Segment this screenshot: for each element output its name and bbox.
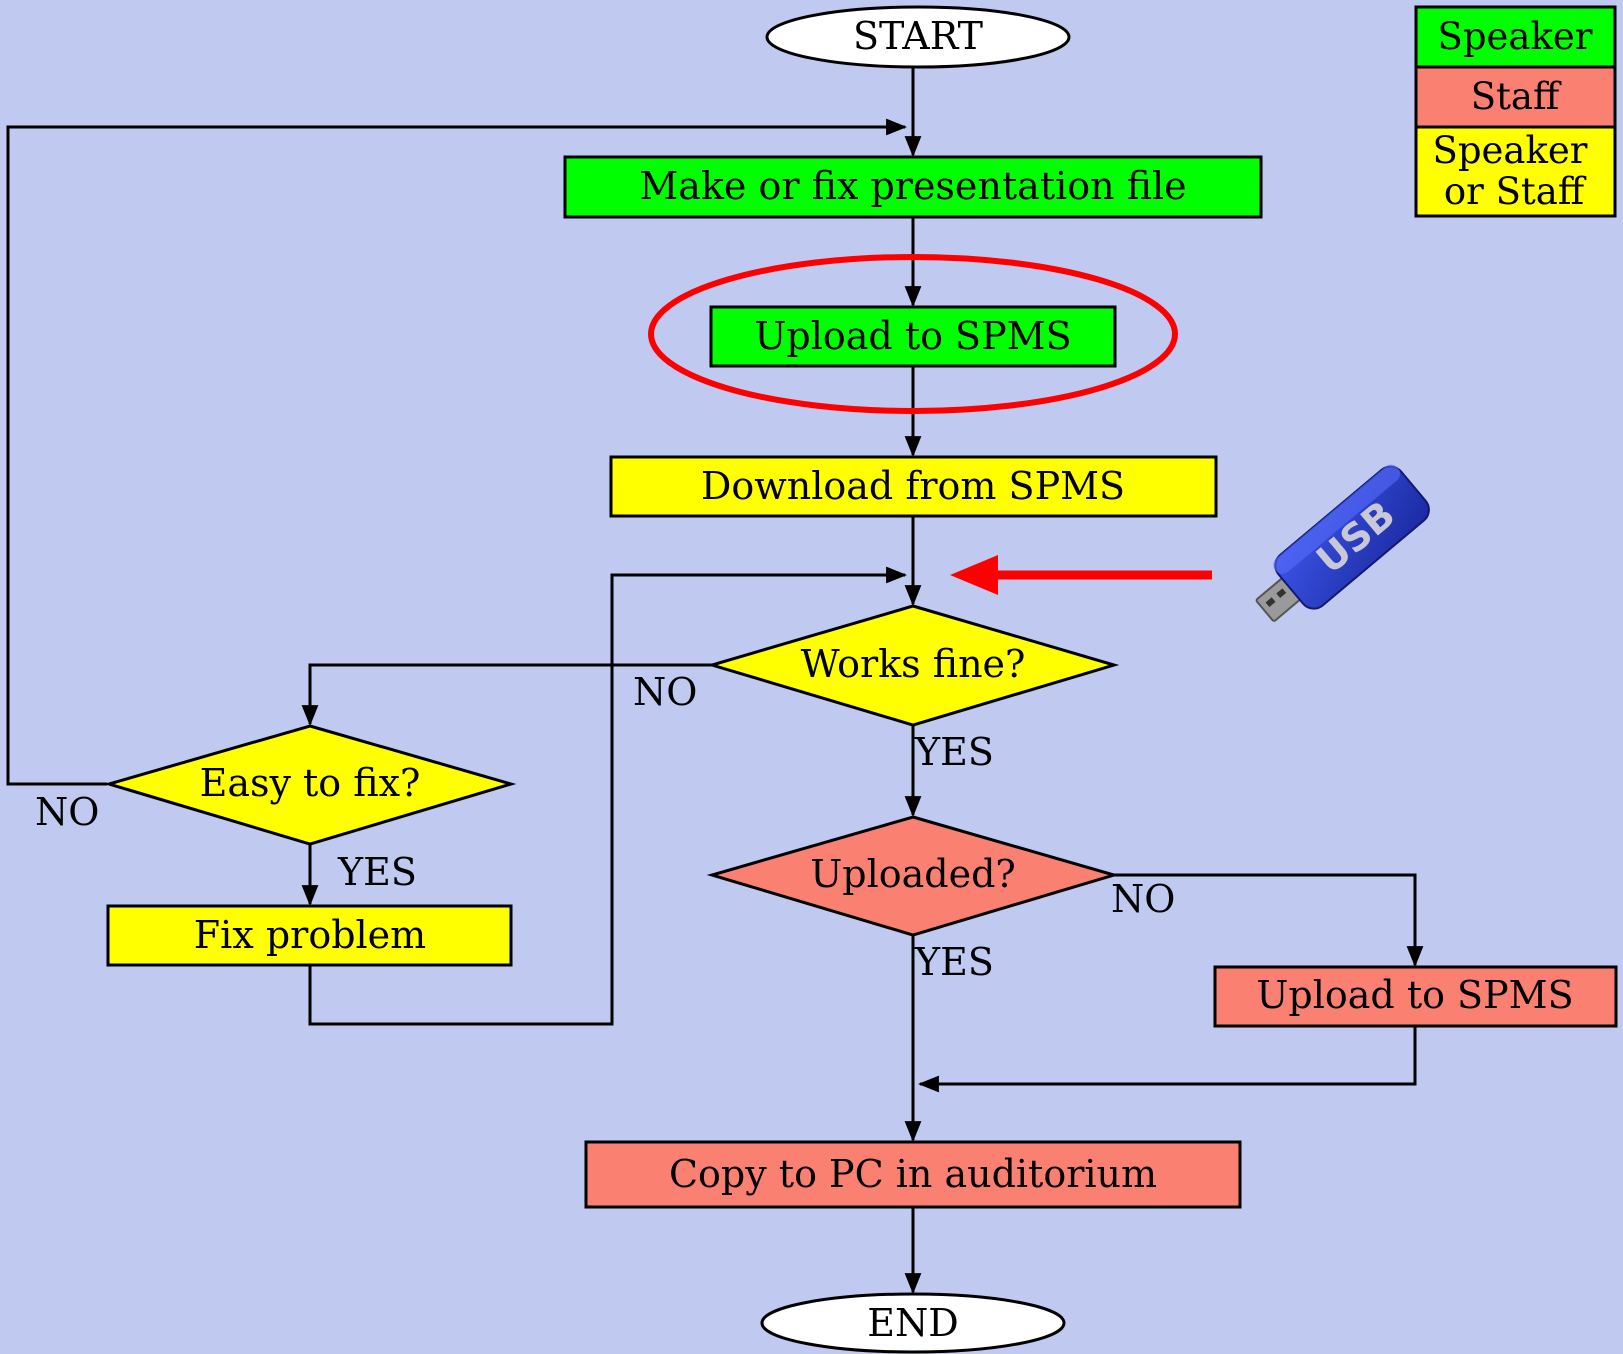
easy-yes-label: YES xyxy=(337,850,417,894)
works-fine-node: Works fine? xyxy=(706,604,1120,727)
copy-pc-node: Copy to PC in auditorium xyxy=(584,1140,1242,1209)
easy-fix-diamond xyxy=(103,724,517,846)
uploaded-diamond xyxy=(706,815,1120,937)
uploaded-no-label: NO xyxy=(1111,877,1175,921)
download-node: Download from SPMS xyxy=(609,455,1218,518)
upload-speaker-box xyxy=(709,305,1117,368)
end-label: END xyxy=(867,1301,958,1345)
works-no-label: NO xyxy=(633,670,697,714)
legend-speaker-or-staff-line1: Speaker xyxy=(1433,129,1588,172)
fix-problem-label: Fix problem xyxy=(194,913,426,957)
works-fine-diamond xyxy=(706,604,1120,727)
end-node: END xyxy=(760,1292,1066,1354)
fix-problem-box xyxy=(106,904,513,967)
make-fix-node: Make or fix presentation file xyxy=(563,155,1263,219)
make-fix-label: Make or fix presentation file xyxy=(639,164,1186,208)
upload-staff-node: Upload to SPMS xyxy=(1213,965,1618,1028)
legend-speaker-or-staff-line2: or Staff xyxy=(1444,170,1587,213)
start-label: START xyxy=(853,14,983,58)
easy-fix-node: Easy to fix? xyxy=(103,724,517,846)
upload-speaker-node: Upload to SPMS xyxy=(709,305,1117,368)
uploaded-yes-label: YES xyxy=(914,940,994,984)
legend-speaker-swatch xyxy=(1414,5,1617,69)
legend-speaker-or-staff-swatch xyxy=(1414,125,1617,218)
works-yes-label: YES xyxy=(914,730,994,774)
download-box xyxy=(609,455,1218,518)
legend-staff-label: Staff xyxy=(1471,75,1562,118)
highlight-ellipse xyxy=(648,254,1178,414)
arrow-uploaded-no xyxy=(1112,873,1424,968)
arrow-easy-no-loop xyxy=(6,118,908,786)
upload-speaker-label: Upload to SPMS xyxy=(754,314,1071,358)
highlight-arrow xyxy=(950,555,1212,595)
arrow-fix-loop xyxy=(308,566,908,1026)
legend-staff-swatch xyxy=(1414,65,1617,129)
arrow-upload-staff-merge xyxy=(917,1027,1417,1093)
legend: Speaker Staff Speaker or Staff xyxy=(1414,5,1617,218)
easy-fix-label: Easy to fix? xyxy=(200,761,421,805)
easy-no-label: NO xyxy=(35,790,99,834)
usb-drive-icon: USB xyxy=(1255,464,1430,622)
works-fine-label: Works fine? xyxy=(801,642,1026,686)
arrow-works-no xyxy=(301,663,712,727)
uploaded-node: Uploaded? xyxy=(706,815,1120,937)
copy-pc-label: Copy to PC in auditorium xyxy=(669,1152,1157,1196)
make-fix-box xyxy=(563,155,1263,219)
legend-speaker-label: Speaker xyxy=(1438,15,1593,58)
upload-staff-label: Upload to SPMS xyxy=(1256,973,1573,1017)
connectors xyxy=(6,68,1424,1295)
uploaded-label: Uploaded? xyxy=(810,852,1016,896)
start-node: START xyxy=(765,5,1071,69)
upload-staff-box xyxy=(1213,965,1618,1028)
fix-problem-node: Fix problem xyxy=(106,904,513,967)
copy-pc-box xyxy=(584,1140,1242,1209)
download-label: Download from SPMS xyxy=(701,464,1125,508)
